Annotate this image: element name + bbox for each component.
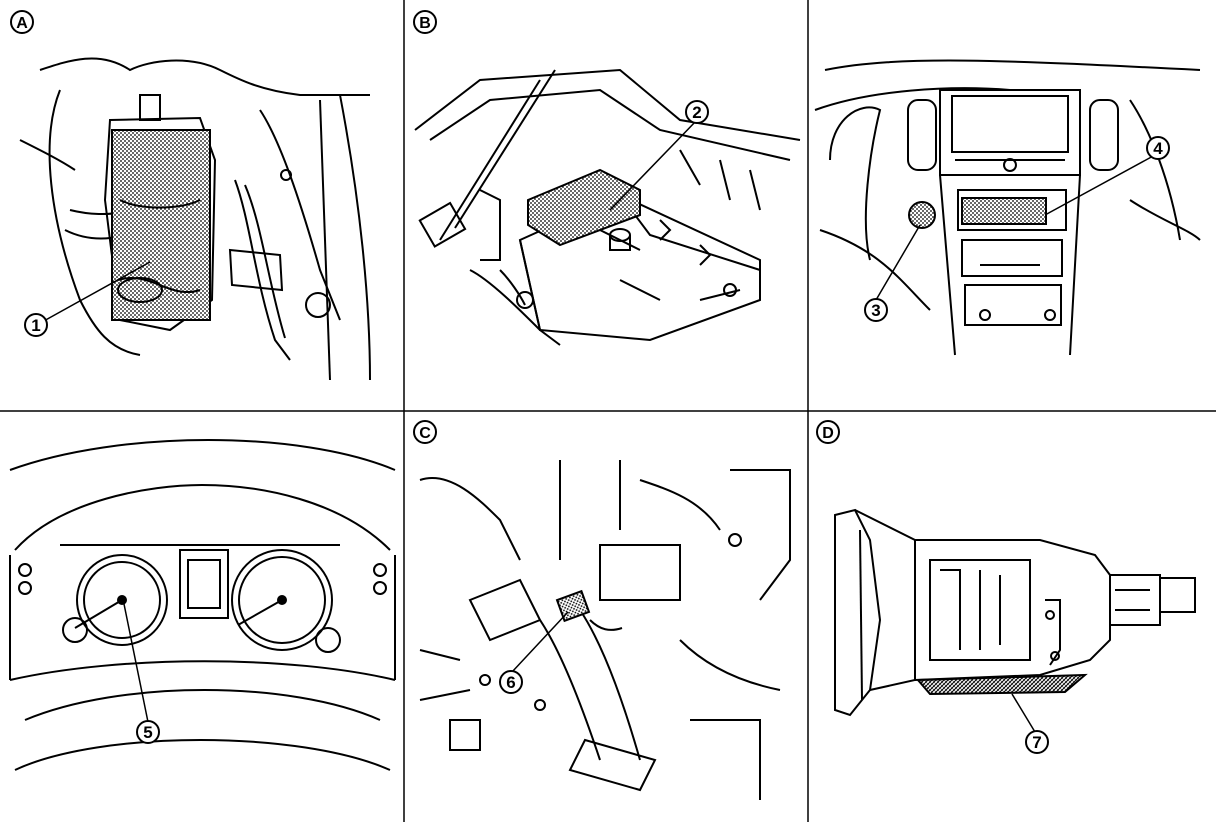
panel-d: D 7 [816,420,1196,754]
pedal-area-line-art [419,460,791,800]
callout-4-label: 4 [1153,139,1163,158]
instrument-cluster-line-art [9,439,396,771]
battery-line-art [414,68,801,346]
callout-5-label: 5 [143,723,152,742]
panel-letter-c-badge: C [413,420,437,444]
panel-a: A 1 [10,10,371,381]
callout-3: 3 [864,298,888,322]
callout-5: 5 [136,720,160,744]
panel-letter-b: B [419,15,431,32]
panel-c: C 6 [413,420,791,800]
unit-4 [961,197,1047,225]
transmission-line-art [834,508,1196,717]
callout-6-label: 6 [506,673,515,692]
connector-6 [555,589,591,623]
control-module-2 [527,168,641,247]
callout-7-label: 7 [1032,733,1041,752]
panel-letter-a: A [16,15,28,32]
switch-3 [908,201,936,229]
panel-letter-c: C [419,425,431,442]
callout-2-label: 2 [692,103,701,122]
panel-cluster: 5 [9,439,396,771]
callout-7: 7 [1025,730,1049,754]
callout-1-label: 1 [31,316,40,335]
callout-1: 1 [24,313,48,337]
callout-6: 6 [499,670,523,694]
center-console-line-art [814,59,1201,356]
panel-console: 3 4 [814,59,1201,356]
panel-letter-d-badge: D [816,420,840,444]
panel-letter-d: D [822,425,834,442]
panel-letter-a-badge: A [10,10,34,34]
panel-b: B 2 [413,10,801,346]
panel-letter-b-badge: B [413,10,437,34]
callout-2: 2 [685,100,709,124]
oil-pan-7 [915,673,1088,696]
callout-4: 4 [1146,136,1170,160]
callout-3-label: 3 [871,301,880,320]
engine-bay-line-art [19,57,371,381]
